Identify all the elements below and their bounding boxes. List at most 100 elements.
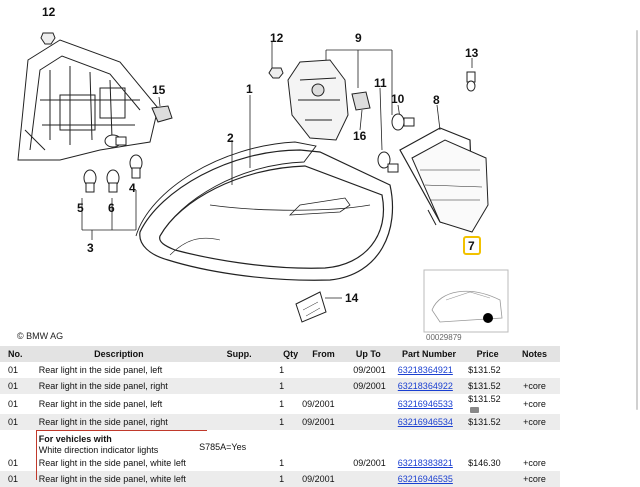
cell-notes: +core — [523, 458, 546, 468]
callout-label[interactable]: 2 — [227, 131, 234, 145]
cell-no: 01 — [8, 365, 19, 375]
callout-label[interactable]: 10 — [391, 92, 405, 106]
cell-from: 09/2001 — [302, 399, 335, 409]
col-qty: Qty — [279, 346, 303, 362]
inner-light — [411, 139, 489, 233]
cell-supp — [199, 455, 279, 471]
callout-label[interactable]: 3 — [87, 241, 94, 255]
cell-description: Rear light in the side panel, right — [32, 414, 200, 430]
table-header-row: No. Description Supp. Qty From Up To Par… — [0, 346, 560, 362]
callout-label[interactable]: 8 — [433, 93, 440, 107]
cell-no: 01 — [8, 458, 19, 468]
condition-subtitle: White direction indicator lights — [38, 445, 159, 455]
parts-table: No. Description Supp. Qty From Up To Par… — [0, 346, 560, 487]
col-supp: Supp. — [199, 346, 280, 362]
col-price: Price — [466, 346, 510, 362]
col-part-number: Part Number — [391, 346, 467, 362]
table-row: 01 Rear light in the side panel, right 1… — [0, 378, 560, 394]
part-number-link[interactable]: 63218364922 — [397, 381, 453, 391]
cell-no: 01 — [0, 471, 33, 487]
callout-label[interactable]: 9 — [355, 31, 362, 45]
table-row: 01 Rear light in the side panel, left 1 … — [0, 394, 560, 414]
cell-description: Rear light in the side panel, left — [38, 399, 163, 409]
cell-supp — [199, 471, 280, 487]
rear-light-lens — [139, 149, 394, 281]
cell-qty: 1 — [279, 458, 285, 468]
socket-15 — [151, 105, 173, 123]
part-number-link[interactable]: 63218383821 — [397, 458, 453, 468]
cell-qty: 1 — [279, 365, 285, 375]
cell-notes — [509, 362, 560, 378]
col-description: Description — [32, 346, 200, 362]
cell-notes: +core — [509, 378, 560, 394]
highlight-box — [463, 236, 481, 255]
callout-label[interactable]: 12 — [42, 5, 56, 19]
cell-from: 09/2001 — [302, 414, 345, 430]
cell-price: $131.52 — [466, 378, 510, 394]
cell-no: 01 — [0, 414, 33, 430]
condition-supp: S785A=Yes — [199, 442, 247, 452]
table-row: 01 Rear light in the side panel, white l… — [0, 455, 560, 471]
cell-to: 09/2001 — [353, 458, 386, 468]
cell-description: Rear light in the side panel, white left — [32, 471, 200, 487]
callout-label[interactable]: 5 — [77, 201, 84, 215]
callout-lines — [81, 42, 473, 299]
car-thumbnail — [423, 269, 509, 333]
col-notes: Notes — [509, 346, 560, 362]
cell-description: Rear light in the side panel, right — [32, 378, 200, 394]
cell-supp — [199, 362, 279, 378]
part-number-link[interactable]: 63216946534 — [397, 417, 453, 427]
col-from: From — [302, 346, 345, 362]
table-row: 01 Rear light in the side panel, white l… — [0, 471, 560, 487]
col-no: No. — [0, 346, 33, 362]
condition-note-row: For vehicles with White direction indica… — [0, 430, 560, 480]
cell-from — [302, 378, 345, 394]
cell-price: $131.52 — [468, 365, 501, 375]
callout-label[interactable]: 13 — [465, 46, 479, 60]
col-to: Up To — [344, 346, 392, 362]
socket-16 — [351, 91, 371, 111]
callout-label[interactable]: 12 — [270, 31, 284, 45]
part-number-link[interactable]: 63216946535 — [397, 474, 453, 484]
nut-12-left — [40, 32, 56, 45]
part-number-link[interactable]: 63218364921 — [397, 365, 453, 375]
seal-gasket — [135, 141, 317, 237]
scrollbar[interactable] — [636, 30, 638, 410]
callout-label[interactable]: 6 — [108, 201, 115, 215]
label-sticker — [295, 291, 327, 323]
callout-label[interactable]: 1 — [246, 82, 253, 96]
cell-notes: +core — [509, 471, 560, 487]
bulbs-right — [377, 71, 476, 173]
cell-price: $131.52 — [468, 394, 501, 404]
callout-label[interactable]: 16 — [353, 129, 367, 143]
callout-label[interactable]: 14 — [345, 291, 359, 305]
diagram-id: 00029879 — [426, 333, 462, 342]
camera-icon[interactable] — [470, 406, 480, 413]
cell-to: 09/2001 — [344, 378, 392, 394]
cell-description: Rear light in the side panel, left — [38, 365, 163, 375]
cell-qty: 1 — [279, 471, 303, 487]
cell-qty: 1 — [279, 399, 285, 409]
cell-to — [344, 414, 392, 430]
copyright-notice: © BMW AG — [17, 331, 64, 341]
callout-label[interactable]: 4 — [129, 181, 136, 195]
bulb-holder — [287, 59, 349, 141]
parts-diagram: 12 12 9 13 15 1 11 10 8 2 16 3 4 5 6 7 1… — [17, 5, 509, 333]
cell-from: 09/2001 — [302, 471, 345, 487]
table-row: 01 Rear light in the side panel, left 1 … — [0, 362, 560, 378]
callout-label[interactable]: 11 — [374, 76, 387, 90]
cell-qty: 1 — [279, 378, 303, 394]
cell-to — [344, 471, 392, 487]
cell-to — [345, 394, 392, 414]
cell-qty: 1 — [279, 414, 303, 430]
part-number-link[interactable]: 63216946533 — [397, 399, 453, 409]
callout-label[interactable]: 15 — [152, 83, 166, 97]
condition-note: For vehicles with White direction indica… — [35, 430, 208, 480]
cell-supp — [199, 378, 280, 394]
cell-price: $146.30 — [468, 458, 501, 468]
cell-from — [302, 362, 345, 378]
cell-no: 01 — [8, 399, 19, 409]
callout-label-highlighted[interactable]: 7 — [468, 239, 475, 253]
cell-supp — [199, 414, 280, 430]
cell-notes: +core — [523, 399, 546, 409]
